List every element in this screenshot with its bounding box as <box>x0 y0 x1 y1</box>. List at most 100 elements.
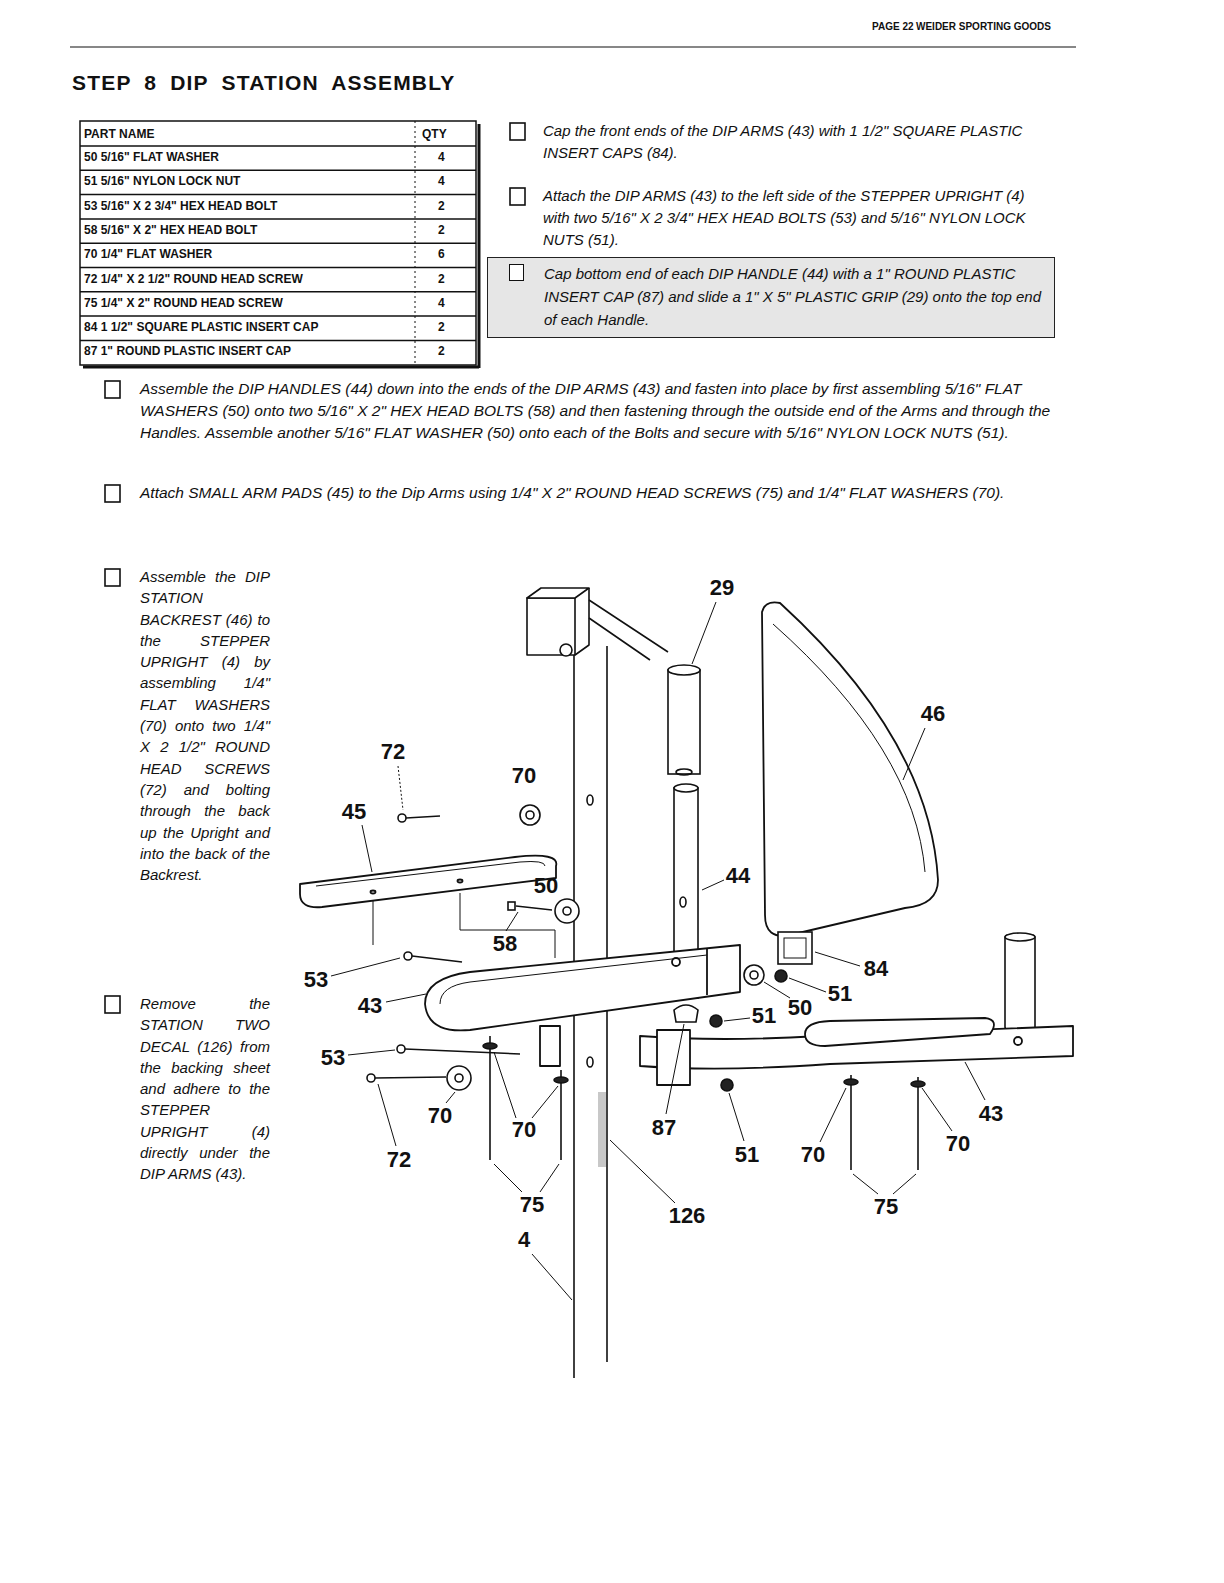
table-cell: 84 1 1/2" SQUARE PLASTIC INSERT CAP <box>84 321 318 335</box>
leader-line <box>494 1052 558 1118</box>
dip-arm <box>805 1018 994 1046</box>
dip-handle <box>676 769 692 775</box>
callout-number: 44 <box>726 863 750 888</box>
stepper-upright <box>560 644 572 656</box>
leader-line <box>903 728 925 780</box>
stepper-upright <box>527 598 575 655</box>
arm-pad <box>316 862 545 887</box>
callout-number: 70 <box>512 1117 536 1142</box>
dip-arm <box>425 945 740 1030</box>
hardware <box>367 805 925 1170</box>
callout-number: 43 <box>979 1101 1003 1126</box>
callout-number: 45 <box>342 799 366 824</box>
instruction-text: Cap the front ends of the DIP ARMS (43) … <box>543 120 1055 164</box>
hardware <box>406 816 440 818</box>
dip-arm <box>540 1026 560 1066</box>
hardware <box>516 906 552 910</box>
leader-line <box>922 1088 952 1131</box>
leader-line <box>494 1164 559 1192</box>
parts-table <box>80 315 476 317</box>
leader-line <box>764 982 790 998</box>
callout-number: 4 <box>518 1227 530 1252</box>
step-title: STEP 8 DIP STATION ASSEMBLY <box>72 71 456 95</box>
dip-backrest <box>762 602 938 935</box>
parts-table <box>83 366 479 369</box>
stepper-upright <box>587 795 593 805</box>
callout-number: 75 <box>520 1192 544 1217</box>
table-cell: 4 <box>438 175 445 189</box>
table-cell: 51 5/16" NYLON LOCK NUT <box>84 175 240 189</box>
leader-line <box>815 952 860 966</box>
dip-handle <box>668 670 700 774</box>
instruction-text: Assemble the DIP HANDLES (44) down into … <box>140 378 1055 444</box>
hardware <box>489 1036 491 1160</box>
arm-pad <box>458 880 463 883</box>
hardware <box>508 902 515 910</box>
dip-backrest <box>762 602 938 935</box>
instruction-text: Attach SMALL ARM PADS (45) to the Dip Ar… <box>140 482 1055 504</box>
dip-arm <box>1014 1037 1022 1045</box>
callout-number: 46 <box>921 701 945 726</box>
leader-line <box>398 766 403 810</box>
checkbox <box>105 996 120 1013</box>
table-cell: 4 <box>438 297 445 311</box>
leader-line <box>378 1084 396 1146</box>
leader-line <box>729 1093 744 1141</box>
dip-backrest <box>773 624 925 872</box>
hardware <box>844 1079 858 1085</box>
table-cell: 58 5/16" X 2" HEX HEAD BOLT <box>84 224 257 238</box>
table-cell: 4 <box>438 151 445 165</box>
assembly-line <box>373 893 555 958</box>
leader-line <box>362 825 372 872</box>
table-cell: 72 1/4" X 2 1/2" ROUND HEAD SCREW <box>84 273 303 287</box>
arm-pad <box>300 856 556 908</box>
leader-line <box>724 1018 750 1021</box>
hardware <box>721 1079 733 1091</box>
hardware <box>520 805 540 825</box>
leader-line <box>666 1024 684 1114</box>
table-header: QTY <box>422 128 447 142</box>
parts-table <box>80 121 479 368</box>
dip-arm <box>425 945 1073 1085</box>
callout-number: 50 <box>788 995 812 1020</box>
assembly-line <box>460 893 555 958</box>
callout-number: 84 <box>864 956 888 981</box>
parts-table <box>80 170 476 172</box>
callout-number: 53 <box>321 1045 345 1070</box>
hardware <box>775 970 787 982</box>
callout-number: 126 <box>669 1203 706 1228</box>
hardware <box>367 1074 375 1082</box>
hardware <box>447 1066 471 1090</box>
checkbox <box>105 381 120 398</box>
hardware <box>412 956 462 962</box>
table-cell: 2 <box>438 273 445 287</box>
stepper-upright <box>587 1057 593 1067</box>
table-cell: 2 <box>438 200 445 214</box>
header-rule <box>70 46 1076 47</box>
leader-line <box>348 1050 395 1055</box>
page-number: PAGE 22 <box>872 21 914 33</box>
checkbox <box>509 264 524 281</box>
leader-line <box>532 1254 572 1300</box>
callout-number: 51 <box>735 1142 759 1167</box>
hardware <box>554 1077 568 1083</box>
checkbox <box>105 569 120 586</box>
leader-line <box>789 978 826 992</box>
callout-number: 70 <box>512 763 536 788</box>
instruction-text: Assemble the DIP STATION BACKREST (46) t… <box>140 566 270 885</box>
dip-handle <box>680 897 686 907</box>
parts-table <box>80 145 476 147</box>
stepper-upright <box>573 655 575 1378</box>
table-cell: 2 <box>438 224 445 238</box>
instruction-text: Cap bottom end of each DIP HANDLE (44) w… <box>544 262 1044 331</box>
hardware <box>398 814 406 822</box>
leader-line <box>506 912 518 931</box>
leader-line <box>820 1088 846 1142</box>
leader-line <box>853 1174 916 1194</box>
hardware <box>710 1015 722 1027</box>
checkbox <box>510 188 525 205</box>
hardware <box>405 1049 520 1054</box>
leader-line <box>331 958 400 976</box>
leader-line <box>331 602 985 1300</box>
stepper-upright <box>589 600 668 660</box>
